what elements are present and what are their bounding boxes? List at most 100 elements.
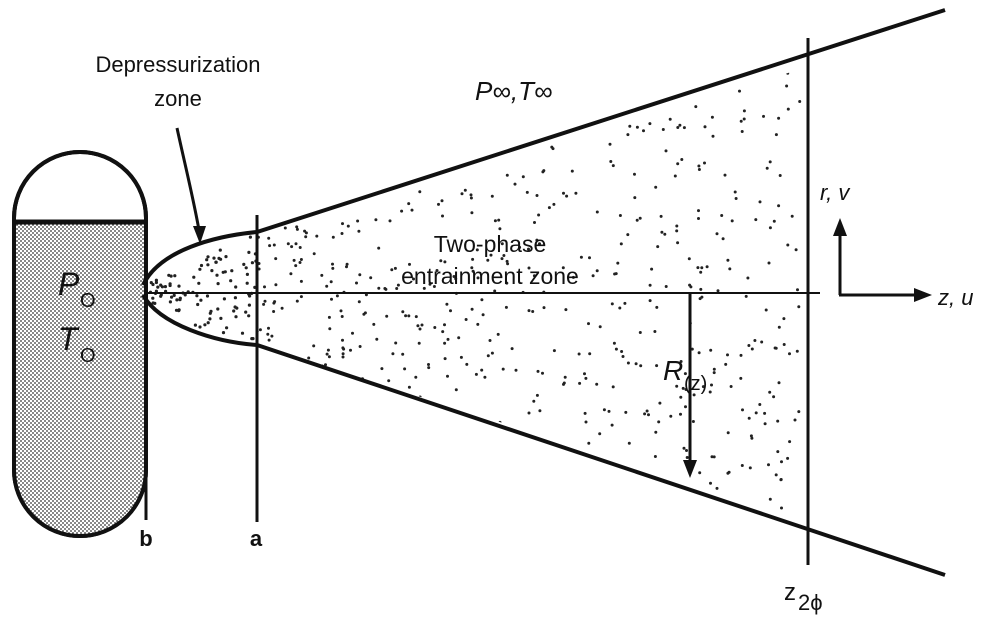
droplet-dot [247, 303, 251, 307]
droplet-dot [682, 126, 686, 130]
droplet-dot [710, 455, 714, 459]
droplet-dot [648, 122, 652, 126]
droplet-dot [465, 362, 469, 366]
droplet-dot [340, 232, 344, 235]
droplet-dot [232, 309, 236, 313]
droplet-dot [351, 331, 354, 335]
droplet-dot [452, 275, 456, 278]
droplet-dot [777, 381, 781, 385]
droplet-dot [312, 252, 316, 256]
droplet-dot [170, 295, 174, 299]
droplet-dot [648, 299, 652, 303]
droplet-dot [234, 285, 238, 289]
droplet-dot [633, 172, 636, 176]
droplet-dot [505, 281, 509, 285]
droplet-dot [701, 385, 705, 389]
droplet-dot [486, 354, 490, 358]
droplet-dot [595, 382, 599, 386]
droplet-dot [407, 202, 411, 206]
droplet-dot [206, 263, 210, 267]
droplet-dot [216, 282, 220, 286]
droplet-dot [525, 190, 529, 194]
droplet-dot [427, 363, 430, 366]
droplet-dot [234, 315, 238, 319]
droplet-dot [562, 382, 565, 386]
droplet-dot [758, 200, 762, 204]
droplet-dot [776, 450, 780, 454]
droplet-dot [470, 307, 474, 311]
droplet-dot [577, 352, 581, 356]
droplet-dot [657, 420, 661, 424]
droplet-dot [340, 315, 344, 318]
droplet-dot [538, 409, 542, 413]
droplet-dot [660, 230, 664, 234]
droplet-dot [481, 313, 485, 317]
droplet-dot [263, 285, 266, 289]
droplet-dot [219, 316, 223, 320]
droplet-dot [274, 283, 278, 287]
droplet-dot [675, 224, 679, 228]
droplet-dot [679, 412, 682, 416]
droplet-dot [331, 266, 335, 270]
droplet-dot [177, 284, 181, 288]
droplet-dot [439, 259, 443, 263]
droplet-dot [454, 277, 458, 281]
droplet-dot [798, 100, 802, 103]
droplet-dot [700, 266, 704, 270]
droplet-dot [738, 89, 741, 93]
droplet-dot [219, 257, 223, 261]
droplet-dot [286, 242, 290, 246]
droplet-dot [304, 235, 308, 239]
droplet-dot [387, 379, 391, 383]
droplet-dot [345, 262, 349, 266]
droplet-dot [422, 286, 426, 290]
droplet-dot [727, 470, 731, 474]
droplet-dot [762, 114, 765, 118]
droplet-dot [661, 128, 665, 131]
droplet-dot [502, 254, 506, 257]
droplet-dot [611, 164, 615, 168]
droplet-dot [760, 340, 764, 344]
droplet-dot [541, 371, 544, 375]
r-axis-label: r, v [820, 180, 851, 205]
droplet-dot [173, 274, 177, 278]
droplet-dot [797, 410, 801, 414]
droplet-dot [550, 145, 554, 149]
droplet-dot [767, 261, 771, 265]
droplet-dot [578, 381, 582, 385]
droplet-dot [175, 298, 179, 302]
droplet-dot [739, 119, 743, 123]
droplet-dot [248, 235, 252, 239]
droplet-dot [635, 218, 639, 222]
droplet-dot [679, 360, 683, 363]
droplet-dot [197, 281, 201, 285]
droplet-dot [290, 245, 294, 249]
droplet-dot [449, 309, 452, 313]
droplet-dot [733, 190, 737, 194]
droplet-dot [785, 84, 789, 88]
droplet-dot [750, 347, 754, 351]
droplet-dot [294, 242, 298, 246]
droplet-dot [393, 266, 397, 270]
droplet-dot [768, 390, 772, 394]
droplet-dot [681, 386, 685, 390]
droplet-dot [642, 129, 645, 133]
droplet-dot [280, 306, 284, 310]
droplet-dot [747, 416, 751, 420]
droplet-dot [535, 194, 539, 197]
droplet-dot [505, 259, 509, 263]
droplet-dot [493, 289, 497, 293]
droplet-dot [388, 219, 392, 223]
droplet-dot [299, 295, 303, 299]
droplet-dot [299, 258, 303, 261]
svg-text:R: R [663, 355, 683, 386]
droplet-dot [786, 71, 790, 75]
droplet-dot [591, 274, 595, 278]
droplet-dot [358, 273, 362, 277]
droplet-dot [242, 262, 246, 266]
droplet-dot [669, 414, 673, 418]
droplet-dot [656, 245, 660, 249]
droplet-dot [205, 294, 210, 298]
droplet-dot [198, 267, 202, 271]
